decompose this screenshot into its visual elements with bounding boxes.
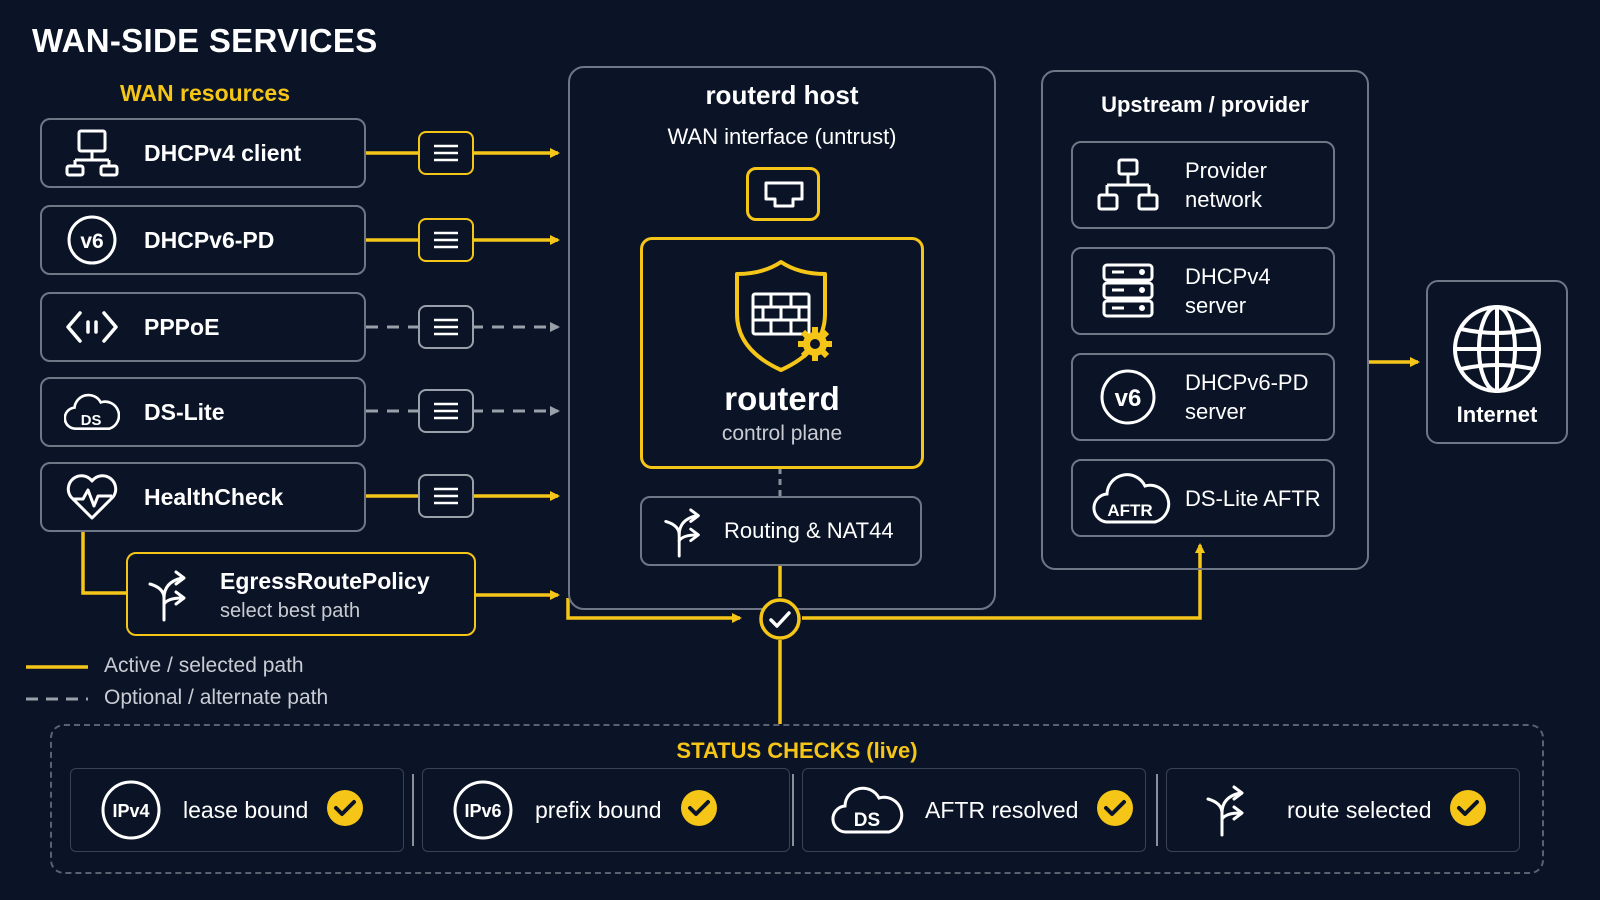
check-circle-icon: [680, 789, 718, 832]
resource-label: HealthCheck: [144, 483, 284, 510]
wan-interface-label: WAN interface (untrust): [667, 124, 897, 149]
resource-healthcheck[interactable]: HealthCheck: [40, 462, 366, 532]
upstream-heading: Upstream / provider: [1101, 92, 1309, 117]
v6-icon: v6: [64, 212, 120, 268]
svg-text:DS: DS: [854, 810, 880, 831]
status-label: prefix bound: [535, 796, 662, 823]
check-circle-icon: [1449, 789, 1487, 832]
config-doc-icon: [418, 218, 474, 262]
check-circle-icon: [1096, 789, 1134, 832]
resource-label: DS-Lite: [144, 398, 225, 425]
status-check-ipv4: IPv4 lease bound: [70, 768, 404, 852]
upstream-line1: DHCPv6-PD: [1185, 370, 1309, 395]
internet-node[interactable]: Internet: [1426, 280, 1568, 444]
upstream-provider: Upstream / provider: [1041, 70, 1369, 570]
v6-icon: v6: [1097, 366, 1159, 428]
status-divider: [792, 774, 794, 846]
upstream-label: DHCPv6-PD server: [1185, 368, 1308, 426]
internet-label: Internet: [1456, 402, 1538, 427]
config-doc-icon: [418, 305, 474, 349]
svg-text:AFTR: AFTR: [1107, 501, 1152, 520]
core-title: routerd: [724, 380, 840, 417]
upstream-line1: DHCPv4: [1185, 264, 1271, 289]
egress-route-policy[interactable]: EgressRoutePolicy select best path: [126, 552, 476, 636]
network-computer-icon: [64, 125, 120, 181]
resource-dhcpv4-client[interactable]: DHCPv4 client: [40, 118, 366, 188]
upstream-line2: server: [1185, 399, 1247, 424]
legend-optional-line: [26, 697, 88, 701]
status-check-ipv6: IPv6 prefix bound: [422, 768, 790, 852]
core-subtitle: control plane: [721, 422, 843, 445]
upstream-line1: Provider: [1185, 158, 1267, 183]
ethernet-port-icon: [763, 180, 805, 215]
ipv6-icon: IPv6: [451, 778, 515, 842]
route-fork-icon: [1195, 778, 1259, 842]
config-doc-icon: [418, 389, 474, 433]
legend-active-label: Active / selected path: [104, 654, 304, 677]
path-host-to-hub: [566, 598, 742, 623]
status-label: AFTR resolved: [925, 796, 1079, 823]
status-divider: [412, 774, 414, 846]
upstream-label: DS-Lite AFTR: [1185, 485, 1321, 511]
upstream-provider-network[interactable]: Provider network: [1071, 141, 1335, 229]
page-title: WAN-SIDE SERVICES: [32, 22, 378, 59]
resource-dhcpv6-pd[interactable]: v6 DHCPv6-PD: [40, 205, 366, 275]
svg-text:v6: v6: [80, 230, 103, 253]
resource-label: PPPoE: [144, 313, 220, 340]
upstream-ds-lite-aftr[interactable]: AFTR DS-Lite AFTR: [1071, 459, 1335, 537]
config-doc-icon: [418, 131, 474, 175]
wan-resources-heading: WAN resources: [120, 80, 291, 106]
status-label: route selected: [1287, 796, 1432, 823]
upstream-dhcpv6-pd-server[interactable]: v6 DHCPv6-PD server: [1071, 353, 1335, 441]
routing-label: Routing & NAT44: [724, 518, 894, 543]
check-circle-icon: [326, 789, 364, 832]
network-tree-icon: [1097, 154, 1159, 216]
svg-text:DS: DS: [81, 413, 102, 429]
upstream-label: DHCPv4 server: [1185, 262, 1271, 320]
upstream-label: Provider network: [1185, 156, 1267, 214]
ipv4-icon: IPv4: [99, 778, 163, 842]
firewall-shield-icon: [731, 258, 841, 381]
path-hub-check-icon: [758, 597, 802, 646]
resource-label: DHCPv6-PD: [144, 226, 275, 253]
status-label: lease bound: [183, 796, 309, 823]
heart-pulse-icon: [64, 469, 120, 525]
wan-port[interactable]: [746, 167, 820, 221]
legend-active-line: [26, 665, 88, 669]
egress-subtitle: select best path: [220, 600, 361, 622]
status-check-aftr: DS AFTR resolved: [802, 768, 1146, 852]
routerd-host: routerd host WAN interface (untrust): [568, 66, 996, 610]
server-rack-icon: [1097, 260, 1159, 322]
resource-pppoe[interactable]: PPPoE: [40, 292, 366, 362]
svg-text:v6: v6: [1115, 385, 1142, 412]
routing-nat44[interactable]: Routing & NAT44: [640, 496, 922, 566]
resource-label: DHCPv4 client: [144, 139, 302, 166]
status-checks-panel: STATUS CHECKS (live): [50, 724, 1544, 874]
cloud-ds-icon: DS: [831, 778, 905, 842]
code-brackets-icon: [64, 299, 120, 355]
status-divider: [1156, 774, 1158, 846]
status-heading: STATUS CHECKS (live): [676, 738, 918, 763]
upstream-line2: server: [1185, 293, 1247, 318]
path-health-to-egress: [81, 532, 126, 595]
status-check-route: route selected: [1166, 768, 1520, 852]
egress-title: EgressRoutePolicy: [220, 568, 430, 594]
legend-optional-label: Optional / alternate path: [104, 686, 329, 709]
config-doc-icon: [418, 474, 474, 518]
upstream-dhcpv4-server[interactable]: DHCPv4 server: [1071, 247, 1335, 335]
route-fork-icon: [660, 506, 708, 563]
route-fork-icon: [144, 568, 194, 627]
host-title: routerd host: [705, 80, 859, 110]
cloud-ds-icon: DS: [64, 384, 120, 440]
svg-text:IPv6: IPv6: [464, 801, 501, 821]
cloud-aftr-icon: AFTR: [1091, 467, 1171, 529]
svg-text:IPv4: IPv4: [112, 801, 149, 821]
resource-ds-lite[interactable]: DS DS-Lite: [40, 377, 366, 447]
routerd-control-plane[interactable]: routerd control plane: [640, 237, 924, 469]
globe-icon: [1450, 302, 1544, 401]
upstream-line2: network: [1185, 187, 1263, 212]
